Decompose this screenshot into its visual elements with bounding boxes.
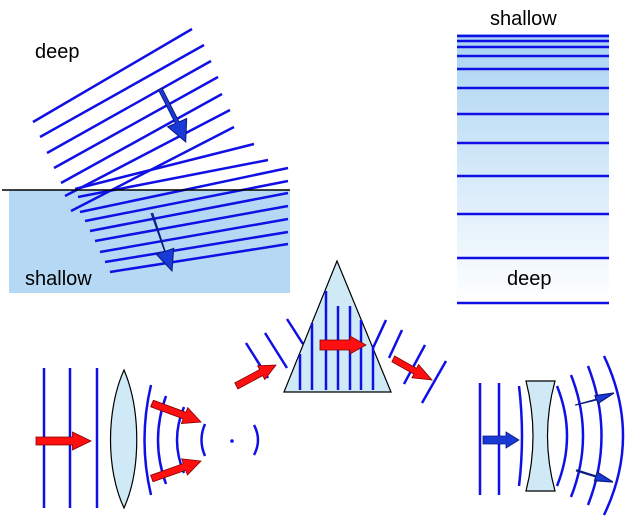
prism-panel [234, 259, 448, 404]
label-shallow-gradient: shallow [490, 8, 557, 30]
prism-outgoing-wavefronts [371, 319, 448, 404]
diverging-lens-panel [478, 355, 625, 516]
label-deep-refraction: deep [35, 41, 80, 63]
converging-red-arrow-bottom [150, 458, 202, 483]
diverging-incident-arrow [482, 431, 520, 449]
prism-internal-red-arrow [319, 335, 367, 355]
shallow-propagation-arrow [150, 212, 175, 273]
label-shallow-refraction: shallow [25, 268, 92, 290]
deep-wavefronts [32, 27, 269, 213]
convex-lens-icon [109, 368, 138, 510]
converging-lens-panel [35, 368, 260, 510]
focal-point [230, 439, 234, 443]
label-deep-gradient: deep [507, 268, 552, 290]
depth-gradient-panel [457, 34, 609, 305]
refraction-panel [2, 27, 290, 293]
incident-red-arrow [35, 431, 92, 451]
concave-lens-icon [525, 380, 556, 492]
converging-red-arrow-top [150, 399, 202, 425]
depth-gradient [457, 34, 609, 304]
deep-propagation-arrow [157, 87, 188, 144]
diverging-arrow-bottom [575, 469, 614, 483]
prism-incoming-red-arrow [234, 364, 277, 390]
depth-wavefronts [457, 34, 609, 305]
diverging-arrow-top [574, 392, 615, 406]
prism-outgoing-red-arrow [391, 355, 433, 381]
diverging-wavefronts [517, 355, 625, 516]
